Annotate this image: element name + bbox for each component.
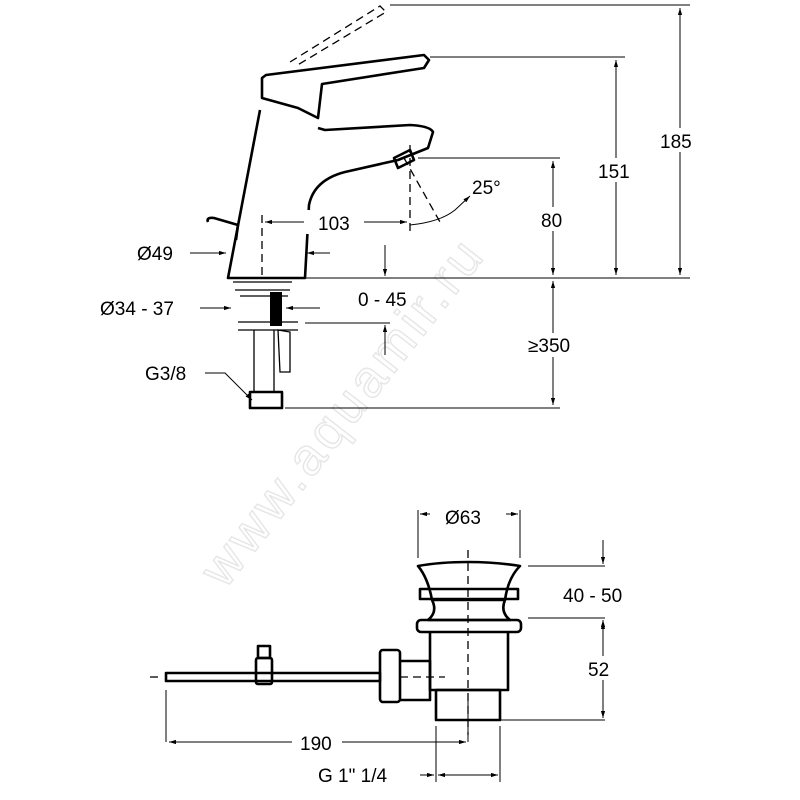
dim-103: 103 [318,214,350,235]
dim-d34-37: Ø34 - 37 [100,299,174,320]
drain-drawing [150,550,523,735]
dim-0-45: 0 - 45 [358,290,407,311]
shank [253,329,291,392]
clamp-screw [256,644,272,660]
nozzle [392,148,416,170]
dim-25deg: 25° [472,178,501,199]
drain-dimensions: Ø63 40 - 50 52 190 G 1" 1/4 [165,508,622,787]
connector-nut [378,648,402,704]
dim-g1-1-4: G 1" 1/4 [318,766,387,787]
dim-185: 185 [660,132,692,153]
drain-cap [416,560,522,602]
dim-80: 80 [541,211,562,232]
faucet-body [226,109,435,280]
dim-151: 151 [598,162,630,183]
threaded-rod [270,292,282,326]
faucet-lever [260,53,431,120]
lever-open-position [289,5,388,67]
extension-lines [285,4,690,409]
dim-d63: Ø63 [445,508,481,529]
overflow-connector [400,659,432,702]
dim-d49: Ø49 [137,244,173,265]
drain-ring [418,587,520,601]
mounting-base [233,281,298,331]
faucet-dimensions: 185 151 80 ≥350 103 25° Ø49 Ø34 - 37 0 -… [100,4,698,409]
drain-neck [426,599,512,622]
dim-g38: G3/8 [145,364,186,385]
hose-nut [248,390,284,410]
dim-52: 52 [588,660,609,681]
dim-350: ≥350 [528,336,570,357]
leader-line [205,372,253,401]
dim-40-50: 40 - 50 [563,586,622,607]
drain-body [428,632,510,692]
dim-190: 190 [300,734,332,755]
extension-lines [165,510,605,782]
drain-pull-rod [206,216,240,241]
angle-arc [409,195,471,226]
drain-flange [415,618,523,634]
faucet-drawing [206,5,441,410]
